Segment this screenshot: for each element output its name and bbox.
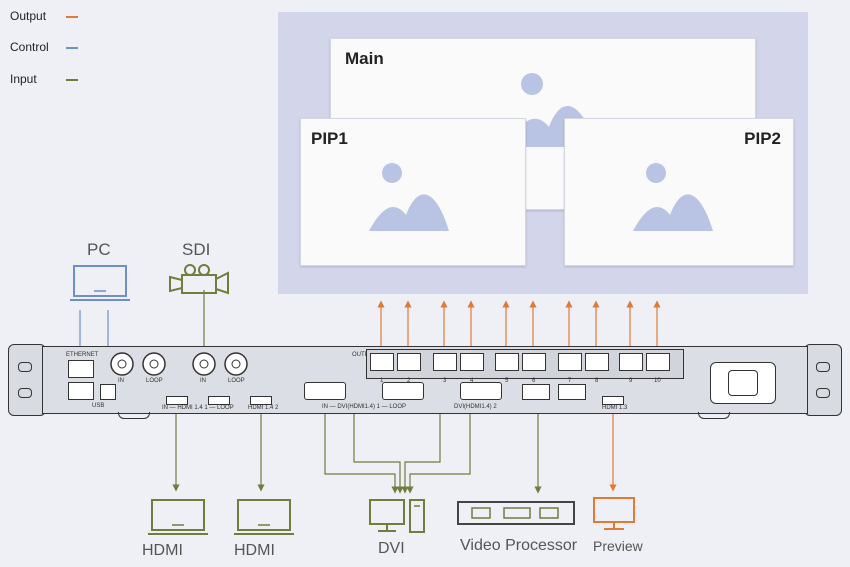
dvi-source-label: DVI	[378, 540, 405, 557]
sdi-bnc-ports	[110, 352, 248, 376]
hdmi-in-port[interactable]	[166, 396, 188, 405]
dvi-2-label: DVI(HDMI1.4) 2	[454, 404, 497, 410]
port-number: 10	[654, 378, 661, 384]
video-processor-icon	[457, 501, 575, 525]
usb-label: USB	[92, 403, 105, 409]
rack-ear-left	[8, 344, 46, 416]
output-port-4[interactable]	[460, 353, 484, 371]
legend-input-label: Input	[10, 72, 37, 86]
port-number: 6	[532, 378, 536, 384]
fiber-port-1[interactable]	[522, 384, 550, 400]
dvi-loop-port[interactable]	[382, 382, 424, 400]
hdmi-loop-port[interactable]	[208, 396, 230, 405]
main-title: Main	[345, 49, 384, 68]
hdmi-source-1-label: HDMI	[142, 542, 183, 559]
sdi2-loop-label: LOOP	[228, 378, 245, 384]
dvi-1-label: IN — DVI(HDMI1.4) 1 — LOOP	[322, 404, 407, 410]
processor-device: ETHERNET USB IN LOOP IN LOOP IN — HDMI 1…	[8, 344, 842, 419]
dvi-in-port[interactable]	[304, 382, 346, 400]
pip1-title: PIP1	[311, 129, 348, 148]
legend-input-line	[66, 79, 78, 81]
output-port-2[interactable]	[397, 353, 421, 371]
sdi-label: SDI	[182, 240, 211, 259]
hdmi-out-label: HDMI 1.3	[602, 405, 628, 411]
ethernet-port[interactable]	[68, 360, 94, 378]
power-socket-icon	[728, 370, 758, 396]
output-port-1[interactable]	[370, 353, 394, 371]
laptop-icon	[234, 499, 294, 535]
port-number: 9	[629, 378, 633, 384]
monitor-icon	[593, 497, 635, 530]
port-number: 8	[595, 378, 599, 384]
port-number: 5	[505, 378, 509, 384]
usb-b-port[interactable]	[100, 384, 116, 400]
output-port-8[interactable]	[585, 353, 609, 371]
ethernet-label: ETHERNET	[66, 352, 99, 358]
output-port-9[interactable]	[619, 353, 643, 371]
output-port-10[interactable]	[646, 353, 670, 371]
legend-control-label: Control	[10, 40, 49, 54]
output-port-7[interactable]	[558, 353, 582, 371]
port-number: 2	[407, 378, 411, 384]
hdmi-source-2-label: HDMI	[234, 542, 275, 559]
laptop-icon	[148, 499, 208, 535]
pc-label: PC	[87, 240, 111, 259]
input-lines	[172, 290, 542, 494]
fiber-port-2[interactable]	[558, 384, 586, 400]
image-placeholder-icon	[369, 163, 449, 231]
dvi-2-port[interactable]	[460, 382, 502, 400]
output-port-3[interactable]	[433, 353, 457, 371]
rack-ear-right	[804, 344, 842, 416]
port-number: 4	[470, 378, 474, 384]
laptop-icon	[70, 265, 130, 301]
sdi2-in-label: IN	[200, 378, 206, 384]
hdmi-2-label: HDMI 1.4 2	[248, 405, 279, 411]
port-number: 3	[443, 378, 447, 384]
hdmi-out-port[interactable]	[602, 396, 624, 405]
port-number: 1	[380, 378, 384, 384]
image-placeholder-icon	[633, 163, 713, 231]
sdi-loop-label: LOOP	[146, 378, 163, 384]
port-number: 7	[568, 378, 572, 384]
usb-port[interactable]	[68, 382, 94, 400]
preview-label: Preview	[593, 538, 643, 554]
output-label: OUTPUT	[352, 352, 377, 358]
video-processor-label: Video Processor	[460, 537, 578, 554]
output-lines	[377, 300, 661, 492]
camera-icon	[169, 264, 229, 295]
legend-control-line	[66, 47, 78, 49]
desktop-computer-icon	[369, 499, 425, 533]
sdi-in-label: IN	[118, 378, 124, 384]
pip1-window: PIP1	[300, 118, 526, 266]
pip2-title: PIP2	[744, 129, 781, 148]
output-port-6[interactable]	[522, 353, 546, 371]
legend-output-line	[66, 16, 78, 18]
pip2-window: PIP2	[564, 118, 794, 266]
hdmi-2-port[interactable]	[250, 396, 272, 405]
output-port-5[interactable]	[495, 353, 519, 371]
hdmi-in-label: IN — HDMI 1.4 1 — LOOP	[162, 405, 234, 411]
legend-output-label: Output	[10, 9, 47, 23]
